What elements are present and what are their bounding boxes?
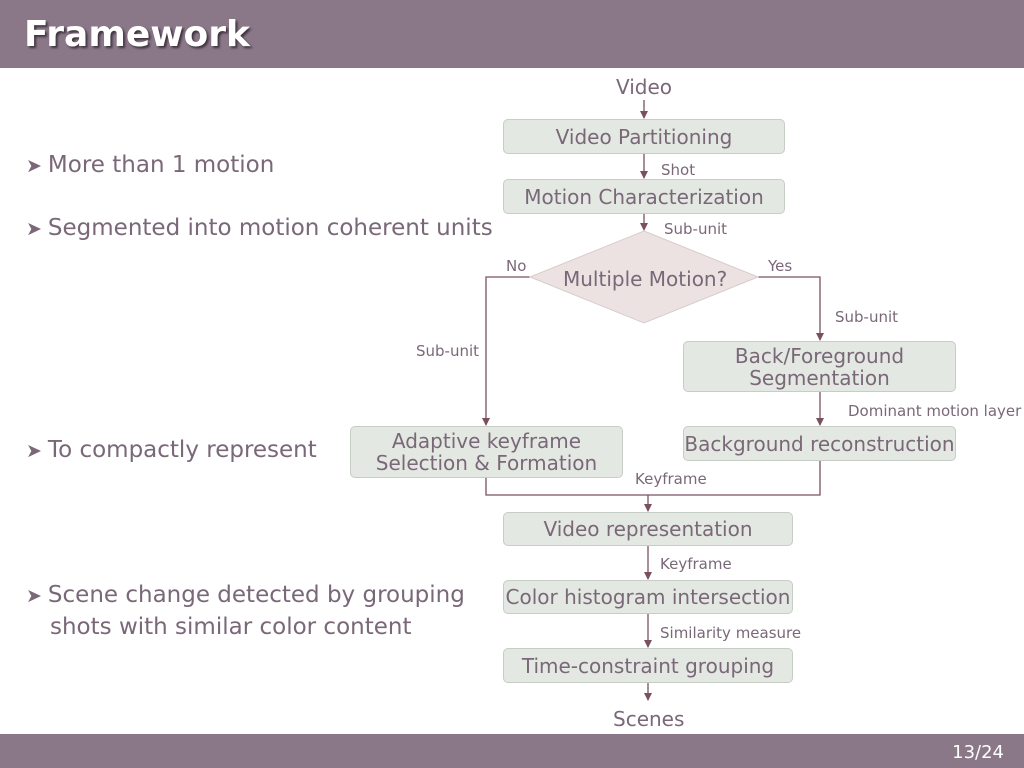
bullet-text: To compactly represent	[47, 437, 317, 463]
edge-label-keyframe: Keyframe	[660, 555, 732, 573]
node-time-constraint-grouping: Time-constraint grouping	[503, 648, 793, 683]
node-background-reconstruction: Background reconstruction	[683, 426, 956, 461]
node-video-partitioning: Video Partitioning	[503, 119, 785, 154]
edge-label-keyframe-merge: Keyframe	[635, 470, 707, 488]
bullet-text: More than 1 motion	[47, 152, 275, 178]
edge-label-no: No	[506, 257, 527, 275]
flow-output-label: Scenes	[613, 707, 685, 731]
footer-bar	[0, 734, 1024, 768]
edge-yes-branch	[758, 276, 824, 341]
node-text-line: Back/Foreground	[734, 343, 905, 368]
bullet-text: Scene change detected by grouping	[47, 582, 465, 608]
bullet-continuation: shots with similar color content	[50, 614, 412, 640]
node-adaptive-keyframe: Adaptive keyframe Selection & Formation	[350, 426, 623, 478]
slide-title: Framework	[24, 14, 250, 55]
title-bar	[0, 0, 1024, 68]
edge-label-subunit-right: Sub-unit	[835, 308, 899, 326]
edge-merge	[485, 461, 821, 496]
decision-diamond	[528, 230, 760, 324]
page-number: 13/24	[952, 742, 1004, 763]
node-text-line: Adaptive keyframe	[391, 429, 582, 453]
bullet-item: ➤Scene change detected by grouping	[26, 579, 465, 612]
node-back-foreground-segmentation: Back/Foreground Segmentation	[683, 341, 956, 392]
node-text-line: Selection & Formation	[375, 451, 598, 475]
arrow-bullet-icon: ➤	[26, 155, 42, 177]
decision-label: Multiple Motion?	[563, 267, 728, 291]
node-motion-characterization: Motion Characterization	[503, 179, 785, 214]
edge-label-shot: Shot	[661, 161, 696, 179]
node-color-histogram: Color histogram intersection	[503, 580, 793, 614]
edge-label-dominant-layer: Dominant motion layer	[848, 402, 1022, 420]
edge-label-yes: Yes	[768, 257, 793, 275]
bullet-text: Segmented into motion coherent units	[47, 215, 493, 241]
bullet-item: ➤To compactly represent	[26, 434, 317, 467]
flow-input-label: Video	[616, 75, 673, 99]
arrow-bullet-icon: ➤	[26, 218, 42, 240]
bullet-item: ➤More than 1 motion	[26, 149, 274, 182]
bullet-item: ➤Segmented into motion coherent units	[26, 212, 493, 245]
edge-label-similarity: Similarity measure	[660, 624, 802, 642]
edge-label-subunit: Sub-unit	[664, 220, 728, 238]
arrow-bullet-icon: ➤	[26, 440, 42, 462]
edge-no-branch	[482, 276, 530, 426]
node-video-representation: Video representation	[503, 512, 793, 546]
node-text-line: Segmentation	[749, 365, 890, 390]
arrow-bullet-icon: ➤	[26, 585, 42, 607]
edge-label-subunit-left: Sub-unit	[416, 342, 480, 360]
